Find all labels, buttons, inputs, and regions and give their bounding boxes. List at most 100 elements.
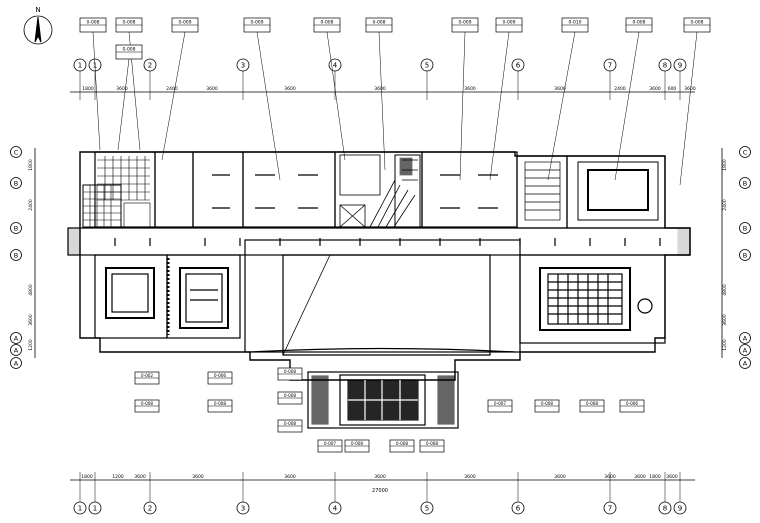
grid-bubble-label: C <box>14 149 19 157</box>
callout-tag-label: 0-008 <box>351 441 364 446</box>
grid-bubble-label: A <box>14 335 19 343</box>
grid-bubble-col-bottom: 4 <box>328 501 342 515</box>
grid-bubble-label: B <box>14 252 18 260</box>
dimension-label-top: 3600 <box>464 86 476 92</box>
dimension-label-bottom: 3600 <box>554 474 566 480</box>
callout-tag-label: 0-007 <box>494 401 507 406</box>
stair-core <box>339 154 421 228</box>
dimension-label-right: 2400 <box>722 199 728 211</box>
grid-bubble-col-bottom: 1 <box>73 501 87 515</box>
dimension-label-left: 1800 <box>28 159 34 171</box>
callout-tag-label: 0-008 <box>141 401 154 406</box>
dimension-label-left: 3600 <box>28 314 34 326</box>
callout-tag: 0-010 <box>561 17 589 33</box>
dimension-lines <box>34 91 723 481</box>
dimension-label-right: 1200 <box>722 339 728 351</box>
dimension-label-bottom: 3600 <box>192 474 204 480</box>
grid-bubble-row-left: A <box>10 332 22 344</box>
grid-bubble-label: A <box>14 347 19 355</box>
grid-bubble-row-right: A <box>739 357 751 369</box>
grid-bubble-row-right: B <box>739 222 751 234</box>
north-arrow <box>23 15 53 45</box>
callout-tag-label: 0-009 <box>502 20 515 26</box>
grid-bubble-label: A <box>743 347 748 355</box>
dimension-label-bottom: 1800 <box>81 474 93 480</box>
grid-bubble-label: 8 <box>663 505 667 513</box>
grid-bubble-label: 2 <box>148 62 152 70</box>
grid-bubble-row-left: B <box>10 222 22 234</box>
callout-tag-label: 0-008 <box>320 20 333 26</box>
callout-tag-label: 0-008 <box>86 20 99 26</box>
grid-bubble-col-top: 8 <box>658 58 672 72</box>
callout-tag-label: 0-008 <box>632 20 645 26</box>
dimension-label-top: 3600 <box>649 86 661 92</box>
dimension-label-bottom: 3600 <box>604 474 616 480</box>
callout-tag: 0-007 <box>317 439 343 453</box>
grid-bubble-col-bottom: 2 <box>143 501 157 515</box>
grid-bubble-label: B <box>14 225 18 233</box>
callout-tag-label: 0-007 <box>324 441 337 446</box>
grid-bubble-label: 6 <box>516 62 521 70</box>
dimension-label-bottom: 3600 <box>284 474 296 480</box>
grid-bubble-row-left: A <box>10 344 22 356</box>
callout-tag: 0-008 <box>625 17 653 33</box>
grid-bubble-label: 1 <box>93 505 97 513</box>
callout-tag-label: 0-008 <box>284 393 297 398</box>
callout-tag: 0-008 <box>277 367 303 381</box>
grid-bubble-row-right: A <box>739 344 751 356</box>
grid-bubble-label: 7 <box>608 62 612 70</box>
callout-tag-label: 0-009 <box>250 20 263 26</box>
right-stair <box>524 161 561 221</box>
grid-bubble-label: 5 <box>425 505 429 513</box>
grid-bubble-col-bottom: 7 <box>603 501 617 515</box>
callout-tag: 0-008 <box>115 44 143 60</box>
callout-tag: 0-009 <box>243 17 271 33</box>
corridor <box>67 227 691 256</box>
callout-tag-label: 0-008 <box>122 20 135 26</box>
dimension-label-right: 1800 <box>722 159 728 171</box>
callout-tag: 0-008 <box>134 399 160 413</box>
callout-tag: 0-008 <box>365 17 393 33</box>
grid-bubble-label: A <box>14 360 19 368</box>
grid-bubble-col-top: 1 <box>73 58 87 72</box>
grid-bubble-col-bottom: 5 <box>420 501 434 515</box>
callout-tag: 0-007 <box>487 399 513 413</box>
dimension-label-top: 600 <box>668 86 677 92</box>
callout-tag: 0-008 <box>277 419 303 433</box>
central-hall <box>244 239 521 356</box>
callout-tag-label: 0-008 <box>284 421 297 426</box>
grid-bubble-col-bottom: 3 <box>236 501 250 515</box>
grid-bubble-col-bottom: 8 <box>658 501 672 515</box>
callout-tag-label: 0-008 <box>284 369 297 374</box>
dimension-label-bottom: 3600 <box>634 474 646 480</box>
callout-tag-label: 0-008 <box>690 20 703 26</box>
grid-bubble-label: A <box>743 335 748 343</box>
callout-tag: 0-009 <box>171 17 199 33</box>
grid-bubble-row-right: B <box>739 249 751 261</box>
grid-bubble-label: B <box>14 180 18 188</box>
callout-tag-label: 0-008 <box>586 401 599 406</box>
grid-bubble-row-right: C <box>739 146 751 158</box>
lower-right-rooms <box>519 254 666 344</box>
grid-bubble-row-right: A <box>739 332 751 344</box>
callout-tag: 0-006 <box>207 371 233 385</box>
callout-tag: 0-008 <box>344 439 370 453</box>
grid-bubble-label: B <box>743 180 747 188</box>
grid-bubble-label: 4 <box>333 505 338 513</box>
grid-bubble-col-bottom: 9 <box>673 501 687 515</box>
grid-bubble-row-right: B <box>739 177 751 189</box>
callout-tag-label: 0-008 <box>396 441 409 446</box>
upper-light-fixtures <box>212 174 498 209</box>
grid-bubble-label: 5 <box>425 62 429 70</box>
grid-bubble-col-top: 9 <box>673 58 687 72</box>
callout-tag: 0-009 <box>495 17 523 33</box>
grid-bubble-label: 1 <box>78 62 82 70</box>
building-outline <box>79 151 691 381</box>
grid-bubble-label: B <box>743 252 747 260</box>
upper-rooms <box>94 151 666 229</box>
grid-bubble-col-top: 7 <box>603 58 617 72</box>
dimension-label-top: 3600 <box>554 86 566 92</box>
callout-tag-label: 0-008 <box>426 441 439 446</box>
grid-bubble-col-bottom: 6 <box>511 501 525 515</box>
